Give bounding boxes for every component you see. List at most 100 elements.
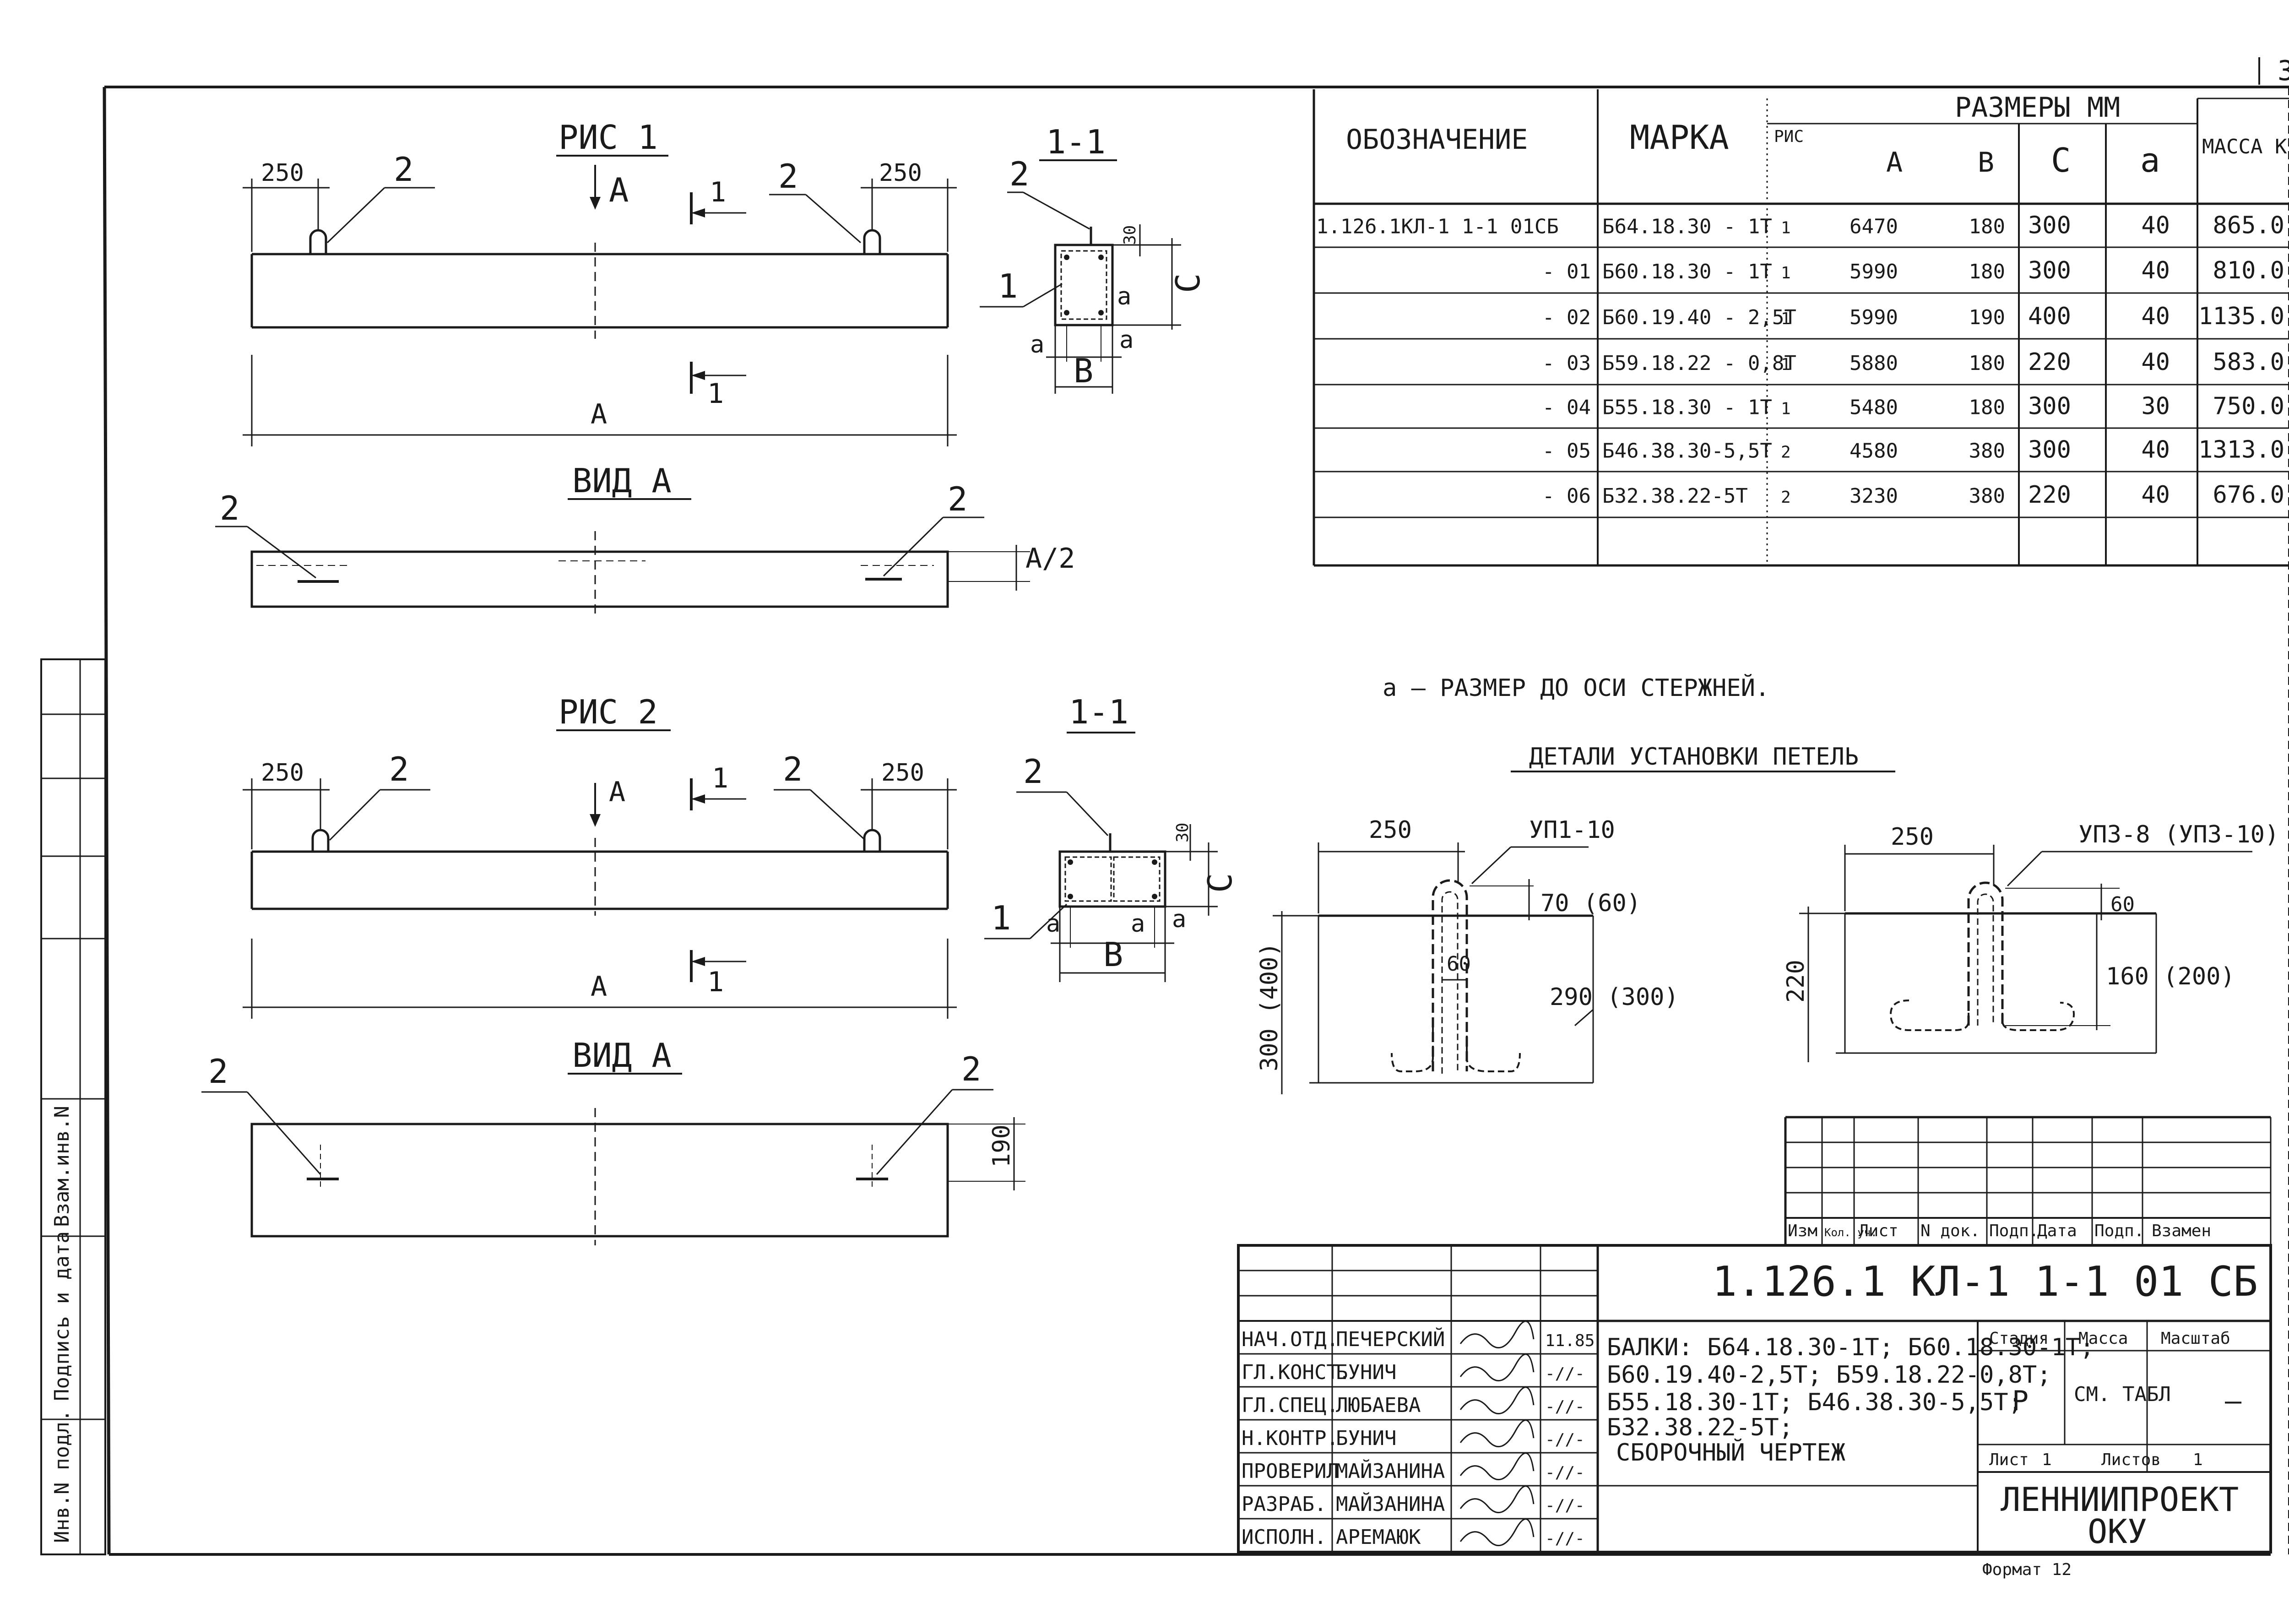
table-cell-mass: 676.0 xyxy=(2213,481,2284,509)
fig2-title: РИС 2 xyxy=(559,693,658,731)
fig2-view-a: ВИД А 2 2 190 xyxy=(201,1036,1025,1245)
title-role: ПРОВЕРИЛ xyxy=(1242,1460,1339,1483)
title-role: ГЛ.СПЕЦ. xyxy=(1242,1394,1339,1417)
title-name: ПЕЧЕРСКИЙ xyxy=(1336,1327,1445,1351)
rev-col-count: Кол. уч. xyxy=(1824,1226,1877,1239)
signature-mark xyxy=(1459,1320,1535,1349)
title-name: АРЕМАЮК xyxy=(1336,1526,1421,1549)
fig1-view-dim: А/2 xyxy=(1025,543,1075,575)
col-header-length: А xyxy=(1886,147,1903,179)
title-date: -//- xyxy=(1545,1463,1585,1482)
title-date: 11.85 xyxy=(1545,1331,1595,1350)
fig2-loop-mark-right: 2 xyxy=(783,750,803,788)
rev-col-sheet: Лист xyxy=(1859,1222,1898,1240)
title-name: БУНИЧ xyxy=(1336,1361,1396,1384)
fig1-section-title: 1-1 xyxy=(1046,123,1106,161)
table-cell-b: 380 xyxy=(1969,484,2005,508)
table-cell-fig: 2 xyxy=(1781,443,1791,462)
fig1-section-mark-bottom: 1 xyxy=(707,378,724,410)
title-date: -//- xyxy=(1545,1397,1585,1416)
title-sheet-label: Лист xyxy=(1989,1450,2029,1469)
note-text: а – РАЗМЕР ДО ОСИ СТЕРЖНЕЙ. xyxy=(1383,674,1769,702)
title-desc-line-3: Б55.18.30-1Т; Б46.38.30-5,5Т; xyxy=(1607,1389,2023,1416)
title-stage: Р xyxy=(2012,1385,2029,1417)
signature-mark xyxy=(1459,1485,1535,1514)
title-role: РАЗРАБ. xyxy=(1242,1493,1326,1516)
fig1-cover-right: а xyxy=(1117,283,1131,310)
table-cell-designation: - 05 xyxy=(1542,440,1591,463)
table-cell-a: 40 xyxy=(2141,481,2170,509)
table-cell-mark: Б46.38.30-5,5Т xyxy=(1602,440,1772,463)
col-header-fig: РИС xyxy=(1774,127,1804,146)
title-block: 1.126.1 КЛ-1 1-1 01 СБ НАЧ.ОТД.ПЕЧЕРСКИЙ… xyxy=(1237,1244,2272,1579)
title-sheets-label: Листов xyxy=(2101,1450,2161,1469)
table-cell-fig: 1 xyxy=(1781,264,1791,282)
fig1-height-label: С xyxy=(1169,273,1207,293)
title-desc-line-4: Б32.38.22-5Т; xyxy=(1607,1414,1793,1441)
figure-2: РИС 2 А 250 250 2 2 xyxy=(201,693,1239,1245)
fig1-dim-left: 250 xyxy=(261,159,304,187)
col-header-height: С xyxy=(2051,141,2071,179)
table-cell-fig: 1 xyxy=(1781,355,1791,374)
fig2-length-label: А xyxy=(591,971,607,1003)
sheet-frame: 33 xyxy=(103,55,2289,1556)
fig2-cover-right: а xyxy=(1131,910,1145,938)
title-name: БУНИЧ xyxy=(1336,1427,1396,1450)
table-cell-designation: - 02 xyxy=(1542,306,1591,329)
title-scale: – xyxy=(2225,1385,2242,1417)
fig1-view-title: ВИД А xyxy=(572,462,672,500)
fig1-length-label: А xyxy=(591,398,607,430)
fig1-beam-elevation: 250 250 2 2 1 1 А xyxy=(243,150,957,446)
signature-mark xyxy=(1459,1452,1535,1481)
title-sheets: 1 xyxy=(2193,1450,2203,1469)
table-cell-c: 220 xyxy=(2028,481,2071,509)
title-scale-label: Масштаб xyxy=(2161,1329,2230,1348)
title-org-sub: ОКУ xyxy=(2088,1512,2147,1551)
table-cell-c: 300 xyxy=(2028,257,2071,284)
detail-1-loop-installation: 250 УП1-10 300 (400) 70 (60) 60 290 (300… xyxy=(1256,816,1679,1094)
table-cell-len: 5990 xyxy=(1850,260,1898,283)
table-cell-len: 5480 xyxy=(1850,396,1898,419)
detail2-height: 220 xyxy=(1782,960,1810,1003)
table-cell-mark: Б60.19.40 - 2,5Т xyxy=(1602,306,1796,329)
rev-col-sign2: Подп. xyxy=(2094,1222,2144,1240)
sheet-number: 33 xyxy=(2278,55,2289,87)
table-cell-b: 180 xyxy=(1969,352,2005,375)
fig2-cover-right-side: а xyxy=(1172,906,1186,933)
rev-col-sign: Подп. xyxy=(1989,1222,2039,1240)
title-code: 1.126.1 КЛ-1 1-1 01 СБ xyxy=(1712,1258,2258,1306)
table-cell-designation: - 03 xyxy=(1542,352,1591,375)
fig1-width-label: В xyxy=(1074,352,1093,390)
table-cell-a: 40 xyxy=(2141,212,2170,239)
table-cell-b: 380 xyxy=(1969,440,2005,463)
table-cell-b: 190 xyxy=(1969,306,2005,329)
spec-table: ОБОЗНАЧЕНИЕ МАРКА РИС РАЗМЕРЫ ММ А В С а… xyxy=(1313,89,2289,567)
table-cell-designation: - 04 xyxy=(1542,396,1591,419)
fig1-section-mark-top: 1 xyxy=(710,176,726,208)
title-mass: СМ. ТАБЛ xyxy=(2074,1383,2171,1406)
table-cell-fig: 1 xyxy=(1781,400,1791,418)
signature-mark xyxy=(1459,1518,1535,1547)
title-role: ИСПОЛН. xyxy=(1242,1526,1326,1549)
figure-1: РИС 1 А 250 250 2 xyxy=(215,118,1207,616)
col-header-mark: МАРКА xyxy=(1630,118,1729,157)
table-cell-c: 300 xyxy=(2028,393,2071,420)
table-cell-a: 40 xyxy=(2141,257,2170,284)
fig2-section-mark-top: 1 xyxy=(712,762,728,794)
rev-col-date: Дата xyxy=(2037,1222,2077,1240)
table-cell-c: 220 xyxy=(2028,348,2071,376)
details-title: ДЕТАЛИ УСТАНОВКИ ПЕТЕЛЬ xyxy=(1529,743,1859,771)
table-cell-mass: 810.0 xyxy=(2213,257,2284,284)
fig2-view-loop-mark-right: 2 xyxy=(961,1050,981,1088)
table-cell-len: 5880 xyxy=(1850,352,1898,375)
title-desc-line-1: БАЛКИ: Б64.18.30-1Т; Б60.18.30-1Т; xyxy=(1607,1334,2094,1361)
col-header-width: В xyxy=(1978,147,1994,179)
title-desc-line-2: Б60.19.40-2,5Т; Б59.18.22-0,8Т; xyxy=(1607,1361,2051,1389)
title-date: -//- xyxy=(1545,1430,1585,1449)
table-cell-b: 180 xyxy=(1969,215,2005,239)
fig2-view-arrow-label: А xyxy=(609,776,625,808)
detail2-loop-label: УП3-8 (УП3-10) xyxy=(2078,821,2279,848)
detail1-dim-60: 60 xyxy=(1447,952,1471,976)
